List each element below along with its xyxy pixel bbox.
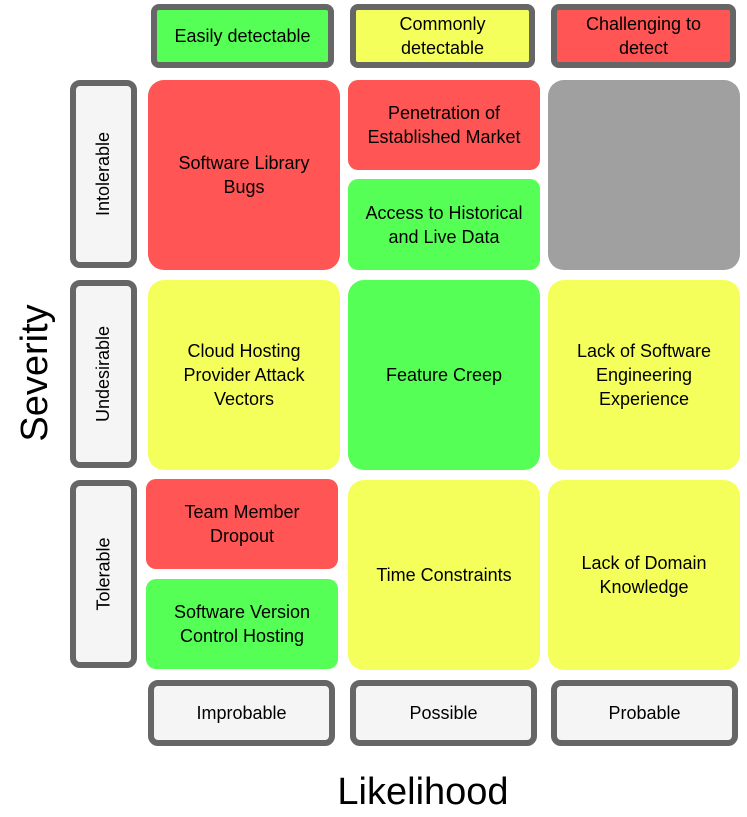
risk-time-constraints: Time Constraints [348, 480, 540, 670]
severity-axis-title: Severity [14, 304, 56, 442]
severity-label-tolerable: Tolerable [70, 480, 137, 668]
risk-feature-creep: Feature Creep [348, 280, 540, 470]
risk-penetration-of-established-market-label: Penetration of Established Market [367, 103, 521, 147]
likelihood-label-improbable: Improbable [148, 680, 335, 746]
risk-software-version-control-hosting-label: Software Version Control Hosting [173, 602, 311, 646]
risk-access-to-historical-and-live-data-label: Access to Historical and Live Data [365, 202, 523, 247]
legend-easily-detectable-label: Easily detectable [174, 26, 311, 46]
severity-label-undesirable-text: Undesirable [93, 325, 114, 423]
severity-label-tolerable-text: Tolerable [93, 537, 114, 611]
risk-cloud-hosting-provider-attack-vectors: Cloud Hosting Provider Attack Vectors [148, 280, 340, 470]
likelihood-label-possible-text: Possible [409, 703, 478, 723]
risk-access-to-historical-and-live-data: Access to Historical and Live Data [348, 179, 540, 270]
risk-feature-creep-label: Feature Creep [385, 365, 503, 385]
risk-team-member-dropout: Team Member Dropout [146, 479, 338, 569]
risk-team-member-dropout-label: Team Member Dropout [184, 502, 300, 546]
severity-label-intolerable-text: Intolerable [93, 131, 114, 217]
risk-lack-of-software-engineering-experience-label: Lack of Software Engineering Experience [576, 341, 712, 409]
likelihood-label-probable: Probable [551, 680, 738, 746]
legend-easily-detectable: Easily detectable [151, 4, 334, 68]
severity-label-intolerable: Intolerable [70, 80, 137, 268]
legend-challenging-to-detect-label: Challenging to detect [585, 14, 702, 58]
likelihood-label-possible: Possible [350, 680, 537, 746]
risk-lack-of-software-engineering-experience: Lack of Software Engineering Experience [548, 280, 740, 470]
legend-challenging-to-detect: Challenging to detect [551, 4, 736, 68]
empty-cell [548, 80, 740, 270]
risk-penetration-of-established-market: Penetration of Established Market [348, 80, 540, 170]
risk-software-library-bugs-label: Software Library Bugs [178, 153, 310, 197]
likelihood-axis-title: Likelihood [337, 771, 509, 813]
legend-commonly-detectable-label: Commonly detectable [399, 14, 486, 58]
risk-time-constraints-label: Time Constraints [376, 565, 512, 585]
risk-lack-of-domain-knowledge-label: Lack of Domain Knowledge [581, 553, 707, 597]
likelihood-label-probable-text: Probable [608, 703, 681, 723]
legend-commonly-detectable: Commonly detectable [350, 4, 535, 68]
severity-label-undesirable: Undesirable [70, 280, 137, 468]
likelihood-label-improbable-text: Improbable [196, 703, 287, 723]
risk-software-library-bugs: Software Library Bugs [148, 80, 340, 270]
risk-cloud-hosting-provider-attack-vectors-label: Cloud Hosting Provider Attack Vectors [183, 341, 305, 409]
risk-lack-of-domain-knowledge: Lack of Domain Knowledge [548, 480, 740, 670]
risk-software-version-control-hosting: Software Version Control Hosting [146, 579, 338, 669]
